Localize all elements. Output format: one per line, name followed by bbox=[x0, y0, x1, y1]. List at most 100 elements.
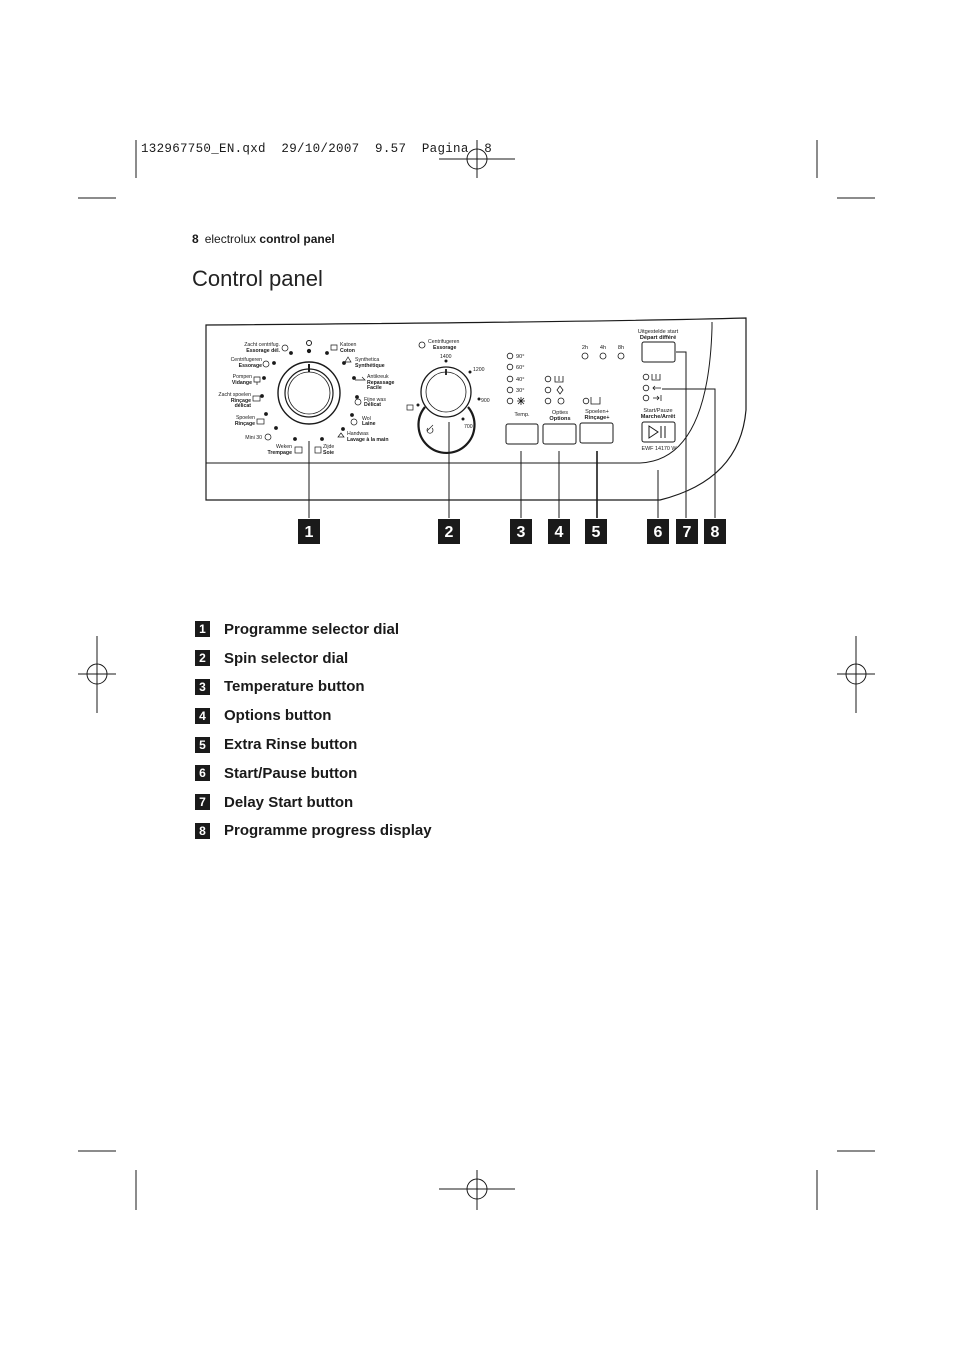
registration-mark-right bbox=[837, 636, 875, 713]
prog-bottom-2-fr: Soie bbox=[323, 450, 334, 456]
callout-5: 5 bbox=[592, 524, 601, 541]
prog-left-4-fr: Rinçage bbox=[231, 398, 251, 404]
start-pause-button[interactable] bbox=[641, 421, 676, 443]
callout-boxes: 1 2 3 4 5 6 7 8 bbox=[298, 519, 726, 544]
wash-phase-icon bbox=[651, 374, 661, 381]
spin-gentle-icon bbox=[281, 344, 289, 352]
legend-number: 8 bbox=[195, 822, 210, 839]
rinse-icon bbox=[256, 418, 265, 425]
registration-mark-top bbox=[439, 140, 515, 178]
options-indicators bbox=[544, 375, 565, 405]
prog-left-5-nl: Spoelen bbox=[236, 415, 255, 421]
page-title: Control panel bbox=[192, 266, 323, 291]
spin-speed-900: 900 bbox=[481, 398, 490, 404]
delay-start-button[interactable] bbox=[641, 341, 676, 363]
delay-8h: 8h bbox=[618, 345, 624, 351]
prewash-icon bbox=[554, 376, 564, 383]
prog-right-1-fr: Coton bbox=[340, 348, 355, 354]
callout-8: 8 bbox=[711, 524, 720, 541]
model-number: EWF 14170 W bbox=[641, 446, 677, 452]
legend-label: Options button bbox=[224, 707, 332, 725]
delay-label-nl: Uitgestelde start bbox=[638, 329, 679, 335]
rinse-label-fr: Rinçage+ bbox=[584, 415, 610, 421]
registration-mark-bottom bbox=[439, 1170, 515, 1210]
prog-right-4-nl: Fijne was bbox=[364, 397, 386, 403]
easy-iron-icon bbox=[355, 376, 366, 381]
panel-outline bbox=[205, 317, 747, 501]
end-phase-icon bbox=[653, 395, 662, 401]
progress-indicators bbox=[642, 373, 662, 402]
prog-right-3-fr: Repassage bbox=[367, 380, 395, 386]
spin-icon bbox=[262, 360, 270, 368]
prog-bottom-1-nl: Weken bbox=[276, 444, 292, 450]
prog-right-1-nl: Katoen bbox=[340, 342, 357, 348]
page-header: 8 electrolux control panel bbox=[192, 232, 335, 246]
cold-icon bbox=[517, 397, 525, 405]
legend-label: Temperature button bbox=[224, 678, 365, 696]
rinse-label-nl: Spoelen+ bbox=[585, 409, 609, 415]
spin-labels: Centrifugeren Essorage 1400 1200 900 700 bbox=[418, 339, 490, 430]
panel-inner-line bbox=[206, 327, 713, 464]
callout-7: 7 bbox=[683, 524, 692, 541]
prog-left-4-nl: Zacht spoelen bbox=[218, 392, 251, 398]
section-name: control panel bbox=[259, 232, 335, 246]
prog-left-1-fr: Essorage dél. bbox=[246, 348, 280, 354]
prog-bottom-1-fr: Trempage bbox=[267, 450, 292, 456]
wool-icon bbox=[350, 418, 358, 426]
prog-right-2-fr: Synthétique bbox=[355, 363, 385, 369]
prog-left-6-nl: Mini 30 bbox=[245, 435, 262, 441]
options-button[interactable] bbox=[542, 423, 577, 445]
extra-rinse-button[interactable] bbox=[579, 422, 614, 444]
legend-label: Extra Rinse button bbox=[224, 736, 358, 754]
spin-speed-700: 700 bbox=[464, 424, 473, 430]
temp-90: 90° bbox=[516, 354, 524, 360]
gentle-rinse-icon bbox=[252, 395, 261, 402]
legend-number: 7 bbox=[195, 794, 210, 811]
programme-dial[interactable] bbox=[277, 361, 341, 425]
spin-icon bbox=[418, 341, 426, 349]
prog-left-1-nl: Zacht centrifug. bbox=[244, 342, 280, 348]
quick-icon bbox=[557, 397, 565, 405]
play-pause-icon bbox=[648, 425, 666, 439]
temp-60: 60° bbox=[516, 365, 524, 371]
brand-name: electrolux bbox=[204, 232, 257, 246]
legend-item: 5 Extra Rinse button bbox=[195, 730, 432, 759]
legend-label: Start/Pause button bbox=[224, 764, 358, 782]
delay-label-fr: Départ différé bbox=[640, 335, 676, 341]
mini30-icon bbox=[264, 433, 272, 441]
prog-right-6-fr: Lavage à la main bbox=[347, 437, 389, 443]
page-number: 8 bbox=[192, 232, 199, 246]
prog-left-3-nl: Pompen bbox=[233, 374, 252, 380]
programme-labels-right: Katoen Coton Synthetica Synthétique Anti… bbox=[340, 342, 395, 443]
temperature-button[interactable] bbox=[505, 423, 539, 445]
prog-bottom-2-nl: Zijde bbox=[323, 444, 334, 450]
callout-2: 2 bbox=[445, 524, 454, 541]
stain-icon bbox=[556, 385, 564, 395]
spin-speed-1200: 1200 bbox=[473, 367, 485, 373]
start-label-nl: Start/Pauze bbox=[643, 408, 672, 414]
spin-dial[interactable] bbox=[420, 366, 472, 418]
legend-label: Programme selector dial bbox=[224, 620, 400, 638]
silk-icon bbox=[314, 446, 322, 454]
soak-icon bbox=[294, 446, 303, 454]
programme-icons-right bbox=[330, 344, 366, 438]
prog-right-5-nl: Wol bbox=[362, 416, 371, 422]
temp-30: 30° bbox=[516, 388, 524, 394]
programme-labels-left: Zacht centrifug. Essorage dél. Centrifug… bbox=[218, 342, 280, 441]
prog-left-2-fr: Essorage bbox=[239, 363, 262, 369]
prog-right-3-nl: Antikreuk bbox=[367, 374, 389, 380]
prog-left-2-nl: Centrifugeren bbox=[231, 357, 263, 363]
delicate-icon bbox=[354, 398, 362, 406]
temp-label: Temp. bbox=[514, 412, 530, 418]
prog-left-3-fr: Vidange bbox=[232, 380, 252, 386]
legend-number: 5 bbox=[195, 736, 210, 753]
legend-label: Spin selector dial bbox=[224, 649, 349, 667]
